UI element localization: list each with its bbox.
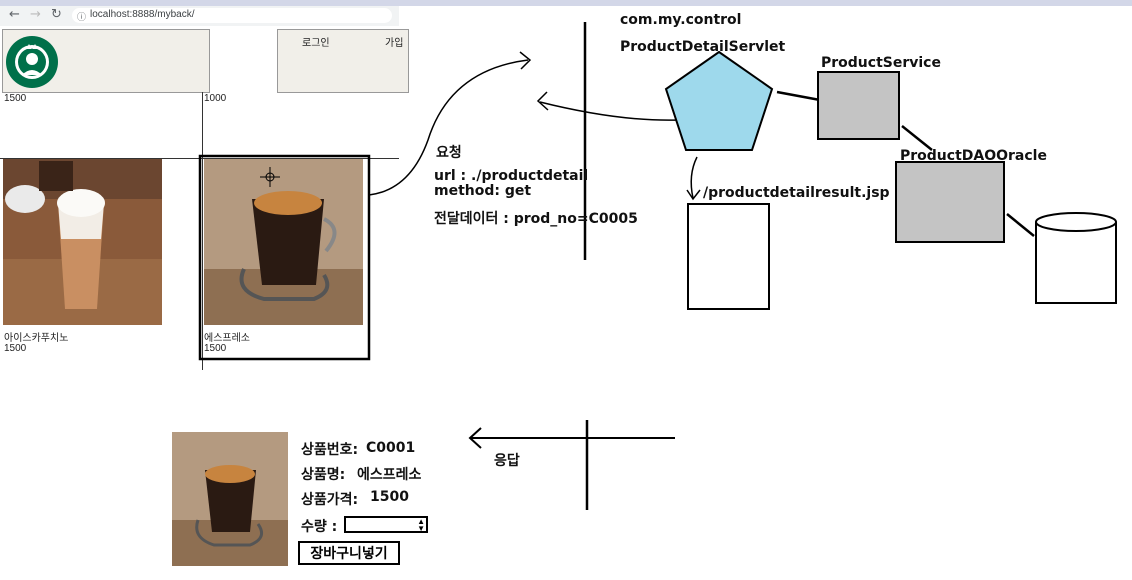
request-data: 전달데이터 : prod_no=C0005	[434, 211, 638, 227]
web-page: 로그인 가입 1500 1000 아이스카푸치노 1500 에스프레소 1500	[0, 26, 409, 376]
product-price: 1500	[204, 343, 227, 354]
browser-toolbar: ← → ↻ ⓘ localhost:8888/myback/	[0, 6, 399, 26]
arrowhead	[519, 51, 532, 70]
product-price: 1000	[204, 93, 227, 104]
forward-arrow	[690, 156, 698, 199]
selection-rectangle	[198, 154, 371, 361]
starbucks-logo-icon	[6, 36, 58, 88]
connector-line	[776, 90, 821, 102]
connector-line	[901, 125, 933, 151]
product-image[interactable]	[3, 159, 162, 325]
dao-label: ProductDAOOracle	[900, 148, 1047, 164]
prod-price-value: 1500	[370, 489, 409, 505]
login-link[interactable]: 로그인	[302, 38, 330, 49]
prod-no-value: C0001	[366, 440, 416, 456]
request-url: url : ./productdetail	[434, 168, 589, 184]
jsp-box	[687, 203, 770, 310]
prod-name-value: 에스프레소	[357, 467, 422, 483]
servlet-arrow	[539, 101, 681, 121]
address-bar[interactable]: ⓘ localhost:8888/myback/	[72, 8, 392, 23]
arrowhead	[468, 427, 482, 449]
qty-label: 수량 :	[301, 519, 338, 535]
request-arrow	[368, 59, 529, 196]
reload-icon[interactable]: ↻	[51, 7, 62, 22]
window-top-border	[0, 0, 1132, 6]
product-name[interactable]: 에스프레소	[204, 333, 250, 344]
join-link[interactable]: 가입	[385, 38, 404, 49]
crosshair-cursor-icon	[260, 167, 280, 187]
stepper-arrows-icon[interactable]: ▲▼	[417, 517, 425, 533]
prod-price-label: 상품가격:	[301, 492, 359, 508]
product-name[interactable]: 아이스카푸치노	[4, 333, 69, 344]
service-label: ProductService	[821, 55, 941, 71]
logo-area	[2, 29, 210, 93]
prod-name-label: 상품명:	[301, 467, 346, 483]
back-icon[interactable]: ←	[9, 7, 20, 22]
address-bar-url: localhost:8888/myback/	[90, 9, 195, 20]
add-to-cart-button[interactable]: 장바구니넣기	[298, 541, 400, 565]
jsp-label: /productdetailresult.jsp	[703, 185, 890, 201]
package-label: com.my.control	[620, 12, 742, 28]
forward-icon[interactable]: →	[30, 7, 41, 22]
connector-line	[1006, 213, 1035, 237]
arrowhead	[686, 189, 701, 201]
servlet-shape	[664, 50, 774, 151]
grid-divider	[202, 92, 203, 370]
request-method: method: get	[434, 183, 532, 199]
prod-no-label: 상품번호:	[301, 442, 359, 458]
database-icon	[1035, 212, 1117, 304]
product-price: 1500	[4, 343, 27, 354]
nav-area: 로그인 가입	[277, 29, 409, 93]
info-icon: ⓘ	[77, 12, 87, 22]
service-box	[817, 71, 900, 140]
servlet-label: ProductDetailServlet	[620, 39, 786, 55]
arrowhead	[536, 91, 549, 111]
dao-box	[895, 161, 1005, 243]
request-title: 요청	[436, 145, 462, 161]
product-image[interactable]	[204, 159, 363, 325]
response-label: 응답	[494, 453, 520, 469]
qty-stepper[interactable]: ▲▼	[344, 516, 428, 533]
detail-product-image	[172, 432, 288, 566]
product-price: 1500	[4, 93, 27, 104]
